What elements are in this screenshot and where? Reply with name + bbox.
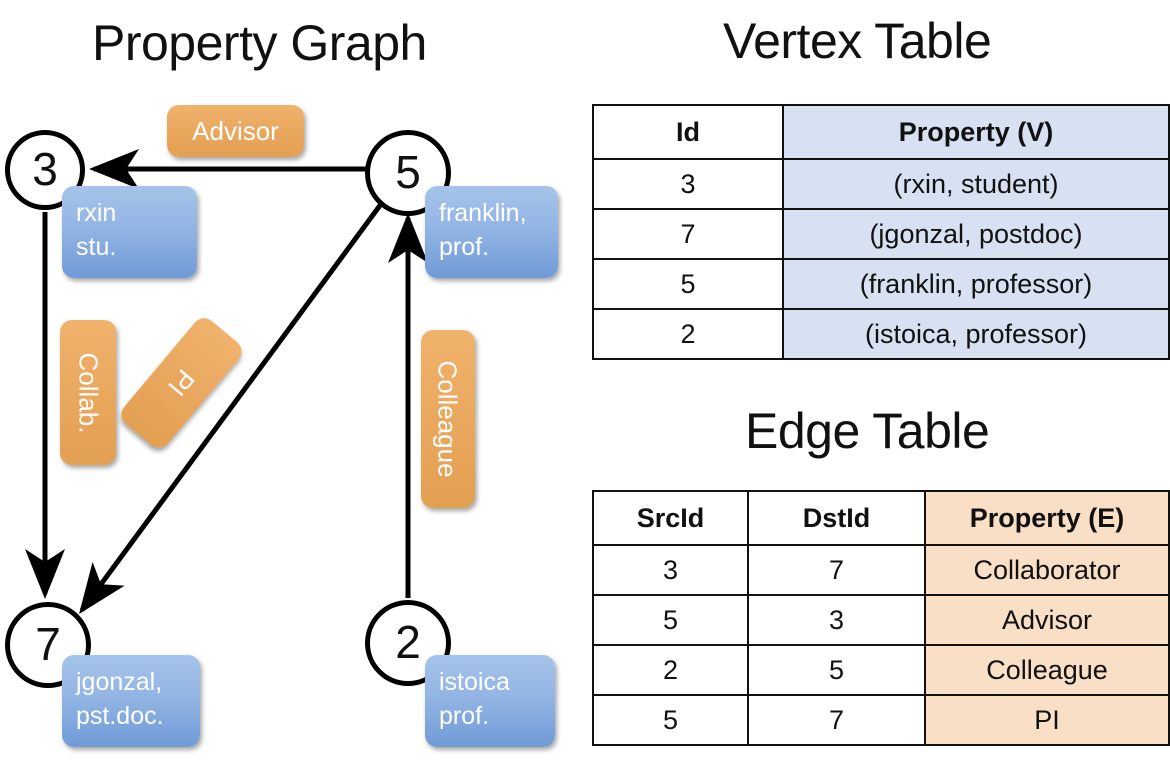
vertex-row-3-id: 2 — [592, 308, 784, 360]
edge-row-3-dst: 7 — [747, 694, 926, 746]
vertex-row-2-property: (franklin, professor) — [782, 258, 1170, 310]
edge-row-1-property: Advisor — [924, 594, 1170, 646]
vertex-row-1-id: 7 — [592, 208, 784, 260]
edge-table-header-property: Property (E) — [924, 490, 1170, 546]
edge-label-advisor: Advisor — [192, 116, 279, 146]
edge-row-3-property: PI — [924, 694, 1170, 746]
edge-row-2-property: Colleague — [924, 644, 1170, 696]
vertex-row-3-property: (istoica, professor) — [782, 308, 1170, 360]
edge-row-2-src: 2 — [592, 644, 749, 696]
node-property-jgonzal-line1: jgonzal, — [76, 668, 163, 696]
table-row[interactable]: 3 (rxin, student) — [592, 158, 1170, 210]
table-row[interactable]: 5 7 PI — [592, 694, 1170, 746]
edge-row-0-property: Collaborator — [924, 544, 1170, 596]
edge-label-colleague: Colleague — [433, 360, 463, 478]
graph-node-3-label: 3 — [32, 143, 58, 195]
table-row[interactable]: 7 (jgonzal, postdoc) — [592, 208, 1170, 260]
table-row[interactable]: 2 5 Colleague — [592, 644, 1170, 696]
edge-5-to-7 — [79, 202, 384, 615]
edge-row-3-src: 5 — [592, 694, 749, 746]
table-row[interactable]: 3 7 Collaborator — [592, 544, 1170, 596]
vertex-row-1-property: (jgonzal, postdoc) — [782, 208, 1170, 260]
graph-node-5-label: 5 — [395, 146, 421, 198]
graph-node-2-label: 2 — [395, 616, 421, 668]
edge-label-collaborator: Collab. — [73, 352, 103, 433]
vertex-row-0-id: 3 — [592, 158, 784, 210]
node-property-franklin-line2: prof. — [439, 233, 490, 261]
node-property-rxin-line2: stu. — [76, 233, 117, 261]
node-property-box-rxin: rxin stu. — [62, 186, 197, 278]
node-property-jgonzal-line2: pst.doc. — [76, 702, 164, 730]
edge-label-box-collaborator: Collab. — [60, 320, 116, 465]
node-property-box-franklin: franklin, prof. — [425, 186, 558, 278]
table-row[interactable]: 5 3 Advisor — [592, 594, 1170, 646]
edge-row-0-dst: 7 — [747, 544, 926, 596]
node-property-istoica-line1: istoica — [439, 668, 510, 696]
edge-row-2-dst: 5 — [747, 644, 926, 696]
node-property-franklin-line1: franklin, — [439, 199, 527, 227]
vertex-table-header-property: Property (V) — [782, 104, 1170, 160]
edge-label-box-colleague: Colleague — [421, 330, 475, 508]
edge-table-header-row: SrcId DstId Property (E) — [592, 490, 1170, 546]
edge-table-header-dstid: DstId — [747, 490, 926, 546]
edge-row-1-src: 5 — [592, 594, 749, 646]
node-property-istoica-line2: prof. — [439, 702, 490, 730]
node-property-box-jgonzal: jgonzal, pst.doc. — [62, 655, 200, 747]
edge-label-pi: PI — [162, 363, 201, 403]
table-row[interactable]: 5 (franklin, professor) — [592, 258, 1170, 310]
node-property-rxin-line1: rxin — [76, 199, 117, 227]
vertex-table-header-id: Id — [592, 104, 784, 160]
graph-node-5[interactable]: 5 — [365, 130, 451, 216]
edge-table: SrcId DstId Property (E) 3 7 Collaborato… — [592, 490, 1170, 746]
table-row[interactable]: 2 (istoica, professor) — [592, 308, 1170, 360]
edge-label-box-advisor: Advisor — [167, 105, 304, 157]
page-title-property-graph: Property Graph — [92, 15, 427, 71]
graph-node-2[interactable]: 2 — [365, 600, 451, 686]
edge-row-1-dst: 3 — [747, 594, 926, 646]
vertex-row-2-id: 5 — [592, 258, 784, 310]
vertex-table: Id Property (V) 3 (rxin, student) 7 (jgo… — [592, 104, 1170, 360]
page-title-vertex-table: Vertex Table — [723, 13, 992, 69]
node-property-box-istoica: istoica prof. — [425, 655, 555, 747]
vertex-table-header-row: Id Property (V) — [592, 104, 1170, 160]
graph-node-7-label: 7 — [35, 618, 61, 670]
vertex-row-0-property: (rxin, student) — [782, 158, 1170, 210]
page-title-edge-table: Edge Table — [745, 403, 990, 459]
property-graph-diagram: 3 5 7 2 rxin stu. franklin, prof. jgonza… — [5, 105, 558, 747]
edge-table-header-srcid: SrcId — [592, 490, 749, 546]
graph-edges-svg — [25, 149, 428, 615]
edge-row-0-src: 3 — [592, 544, 749, 596]
